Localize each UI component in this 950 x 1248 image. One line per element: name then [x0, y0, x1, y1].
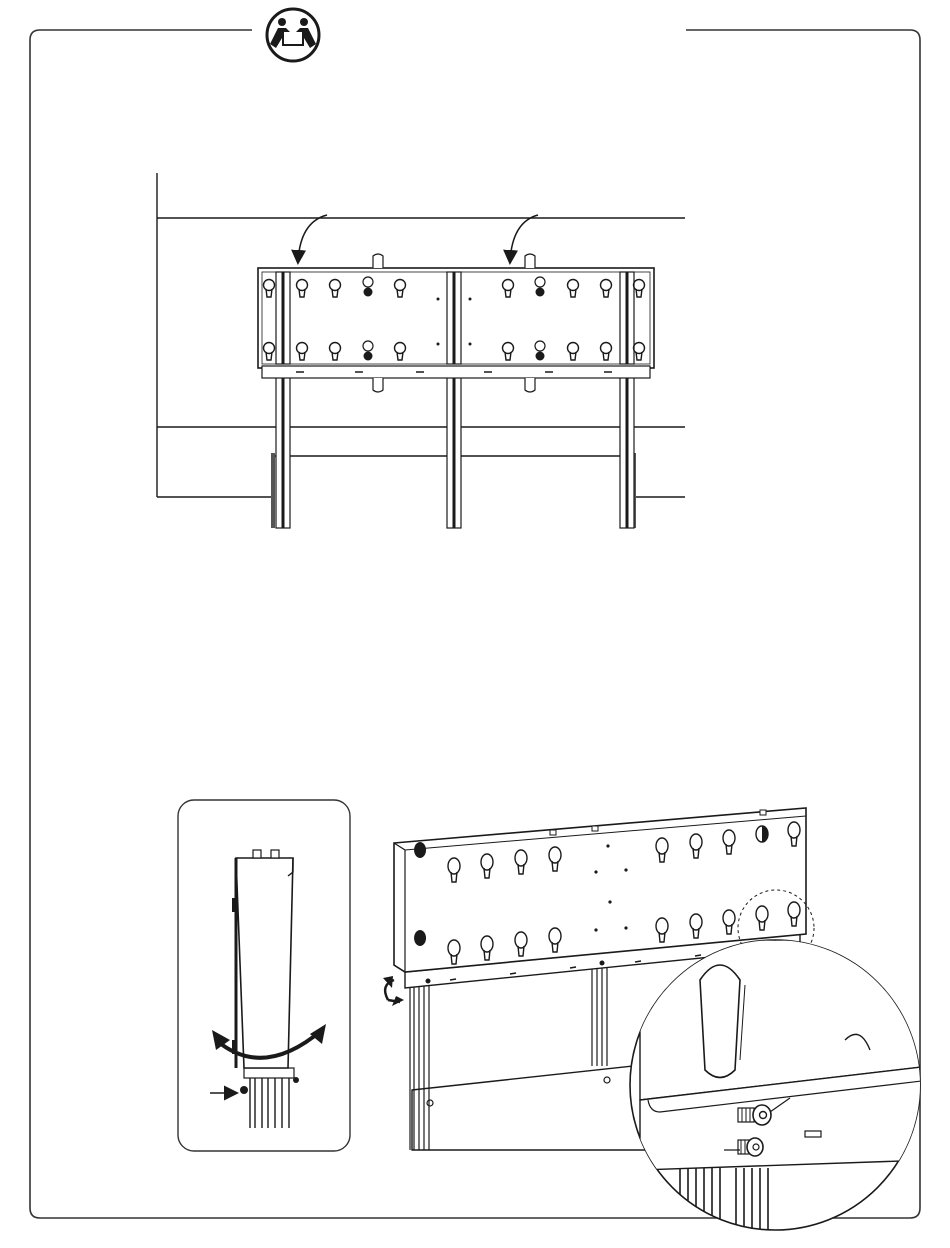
- mounting-plate: [258, 254, 654, 392]
- two-person-lift-icon: [267, 9, 319, 61]
- bottom-figure: [178, 800, 930, 1240]
- top-figure: [157, 173, 685, 528]
- placement-arrows: [298, 215, 538, 262]
- side-view-inset: [178, 800, 350, 1151]
- screw-detail-zoom: [630, 940, 930, 1240]
